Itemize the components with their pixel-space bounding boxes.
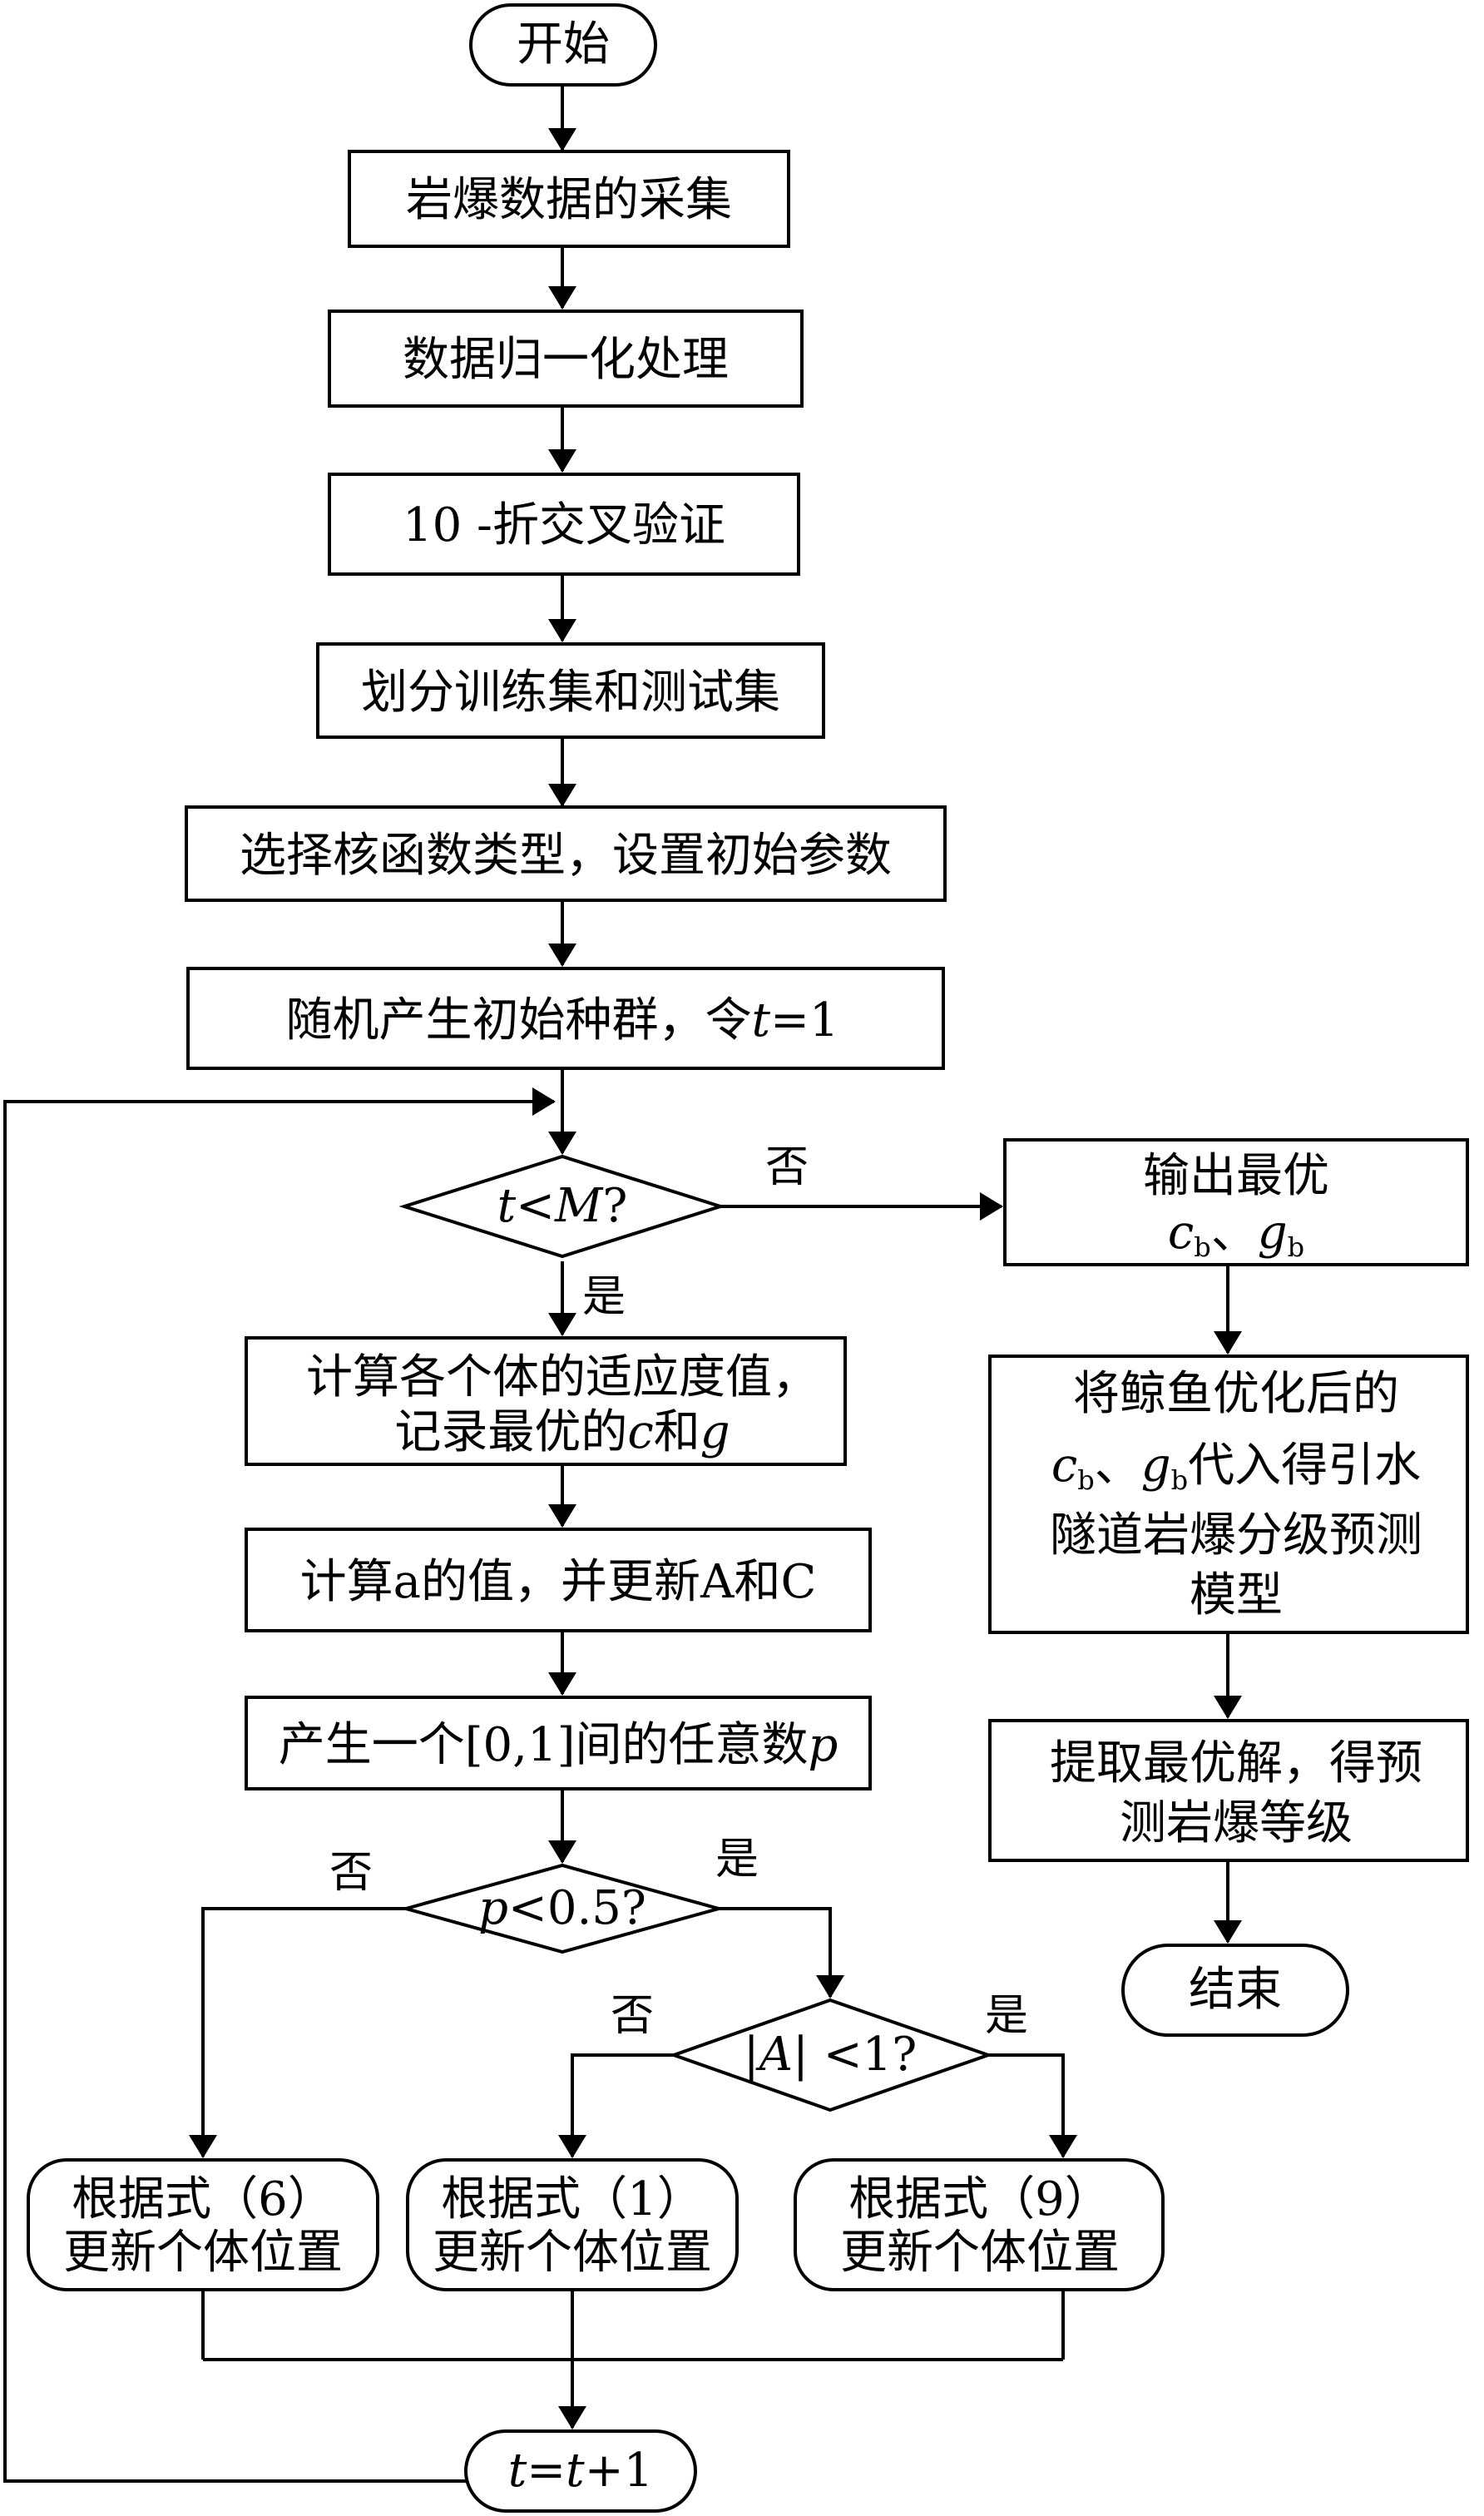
loop-check-yes-label: 是 (582, 1272, 626, 1322)
fitness-label-line2: 记录最优的c和g (394, 1405, 730, 1459)
p-check-decision (399, 1863, 725, 1954)
p-check-label: p<0.5? (478, 1881, 646, 1935)
a-check-label: |A| <1? (744, 2028, 918, 2082)
output-line1: 输出最优 (1143, 1149, 1329, 1203)
collect-label: 岩爆数据的采集 (406, 173, 732, 227)
init-population-label: 随机产生初始种群，令t=1 (285, 993, 838, 1048)
update-a-step (245, 1528, 872, 1632)
loop-check-no-label: 否 (765, 1142, 809, 1192)
update-eq9-step (794, 2158, 1165, 2291)
end-label: 结束 (1189, 1963, 1282, 2017)
start-label: 开始 (517, 17, 610, 72)
cross-validation-label: 10 -折交叉验证 (403, 498, 725, 552)
extract-line1: 提取最优解，得预 (1050, 1736, 1422, 1790)
output-step (1003, 1138, 1469, 1266)
update-eq1-line2: 更新个体位置 (433, 2226, 712, 2280)
increment-terminal (464, 2429, 697, 2513)
kernel-step (185, 805, 947, 902)
a-check-yes-label: 是 (985, 1991, 1028, 2041)
build-model-line4: 模型 (1190, 1568, 1283, 1622)
update-eq1-step (406, 2158, 739, 2291)
p-check-yes-label: 是 (715, 1835, 759, 1885)
extract-line2: 测岩爆等级 (1120, 1796, 1353, 1850)
random-p-step (245, 1696, 872, 1790)
loop-check-decision (398, 1154, 726, 1259)
start-terminal (469, 3, 657, 87)
update-eq6-step (27, 2158, 379, 2291)
increment-label: t=t+1 (508, 2444, 654, 2498)
p-check-no-label: 否 (329, 1848, 373, 1898)
a-check-decision (668, 1998, 994, 2112)
fitness-label-line1: 计算各个体的适应度值， (306, 1350, 819, 1404)
kernel-label: 选择核函数类型，设置初始参数 (240, 829, 892, 883)
update-eq1-line1: 根据式（1） (441, 2172, 704, 2226)
connectors (3, 85, 1242, 2483)
end-terminal (1121, 1944, 1349, 2037)
normalize-label: 数据归一化处理 (403, 333, 729, 387)
fitness-step (245, 1336, 847, 1466)
update-eq6-line2: 更新个体位置 (63, 2226, 343, 2280)
build-model-line3: 隧道岩爆分级预测 (1050, 1508, 1422, 1563)
loop-check-label: t<M? (497, 1179, 628, 1233)
update-eq6-line1: 根据式（6） (72, 2172, 334, 2226)
update-eq9-line1: 根据式（9） (848, 2172, 1111, 2226)
build-model-line1: 将鲸鱼优化后的 (1073, 1367, 1399, 1421)
cross-validation-step (328, 473, 800, 576)
normalize-step (328, 310, 804, 408)
random-p-label: 产生一个[0,1]间的任意数p (279, 1718, 838, 1772)
a-check-no-label: 否 (611, 1991, 654, 2041)
build-model-step (988, 1355, 1469, 1634)
output-line2: cb、gb (1168, 1206, 1304, 1263)
init-population-step (186, 967, 945, 1070)
update-a-label: 计算a的值，并更新A和C (300, 1555, 817, 1609)
collect-step (348, 150, 790, 248)
extract-step (988, 1719, 1469, 1862)
update-eq9-line2: 更新个体位置 (840, 2226, 1120, 2280)
build-model-line2: cb、gb代入得引水 (1051, 1439, 1421, 1496)
split-label: 划分训练集和测试集 (361, 666, 780, 720)
split-step (316, 642, 825, 739)
